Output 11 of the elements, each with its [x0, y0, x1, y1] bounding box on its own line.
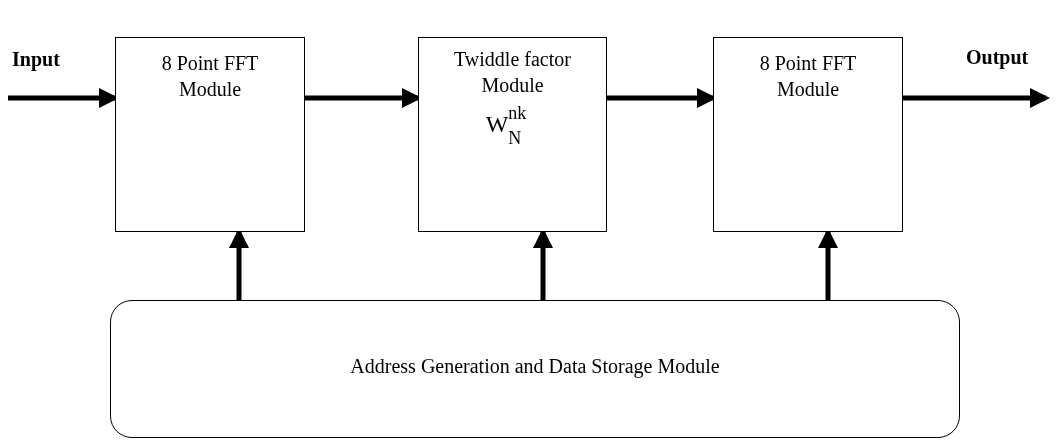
node-label: 8 Point FFT Module [758, 51, 858, 102]
module-box [418, 37, 607, 232]
node-label: Twiddle factor Module [453, 47, 572, 98]
io-label: Output [966, 46, 1029, 69]
module-box [115, 37, 305, 232]
node-label: Address Generation and Data Storage Module [349, 354, 721, 379]
io-label: Input [12, 48, 60, 71]
arrow [903, 88, 1050, 108]
rounded-module-box [110, 300, 960, 438]
module-box [713, 37, 903, 232]
node-label: 8 Point FFT Module [160, 51, 260, 102]
